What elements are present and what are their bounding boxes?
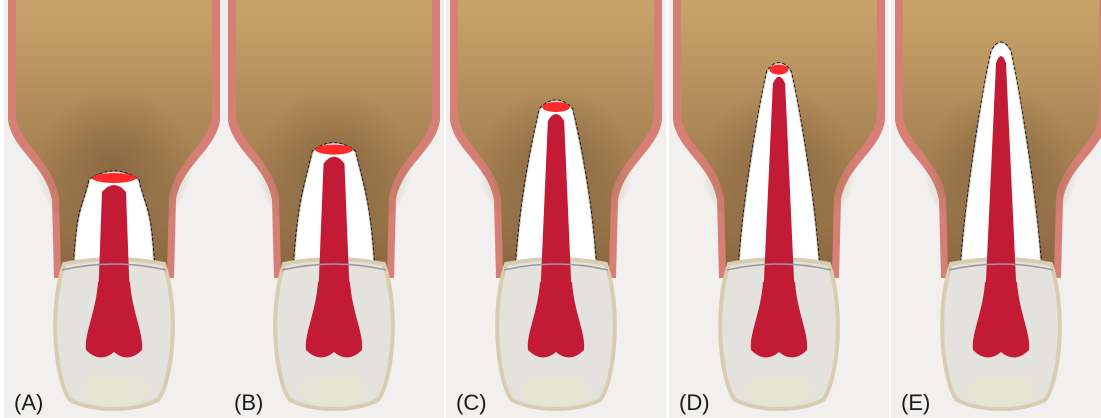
panel-e: (E) xyxy=(891,0,1101,418)
crown-tip xyxy=(300,374,368,406)
crown-tip xyxy=(522,374,590,406)
open-apex xyxy=(315,145,352,155)
panel-label-a: (A) xyxy=(14,390,43,416)
panel-a: (A) xyxy=(4,0,224,418)
open-apex xyxy=(770,65,789,75)
panel-label-b: (B) xyxy=(234,390,263,416)
panel-d: (D) xyxy=(669,0,889,418)
crown-tip xyxy=(967,374,1035,406)
panel-c: (C) xyxy=(446,0,666,418)
open-apex xyxy=(542,102,570,112)
crown-tip xyxy=(80,374,148,406)
panel-label-c: (C) xyxy=(456,390,487,416)
crown-tip xyxy=(745,374,813,406)
tooth-svg xyxy=(446,0,666,418)
panel-b: (B) xyxy=(224,0,444,418)
tooth-svg xyxy=(891,0,1101,418)
open-apex xyxy=(92,173,136,183)
tooth-svg xyxy=(669,0,889,418)
panel-label-d: (D) xyxy=(679,390,710,416)
panel-label-e: (E) xyxy=(901,390,930,416)
tooth-svg xyxy=(224,0,444,418)
tooth-svg xyxy=(4,0,224,418)
